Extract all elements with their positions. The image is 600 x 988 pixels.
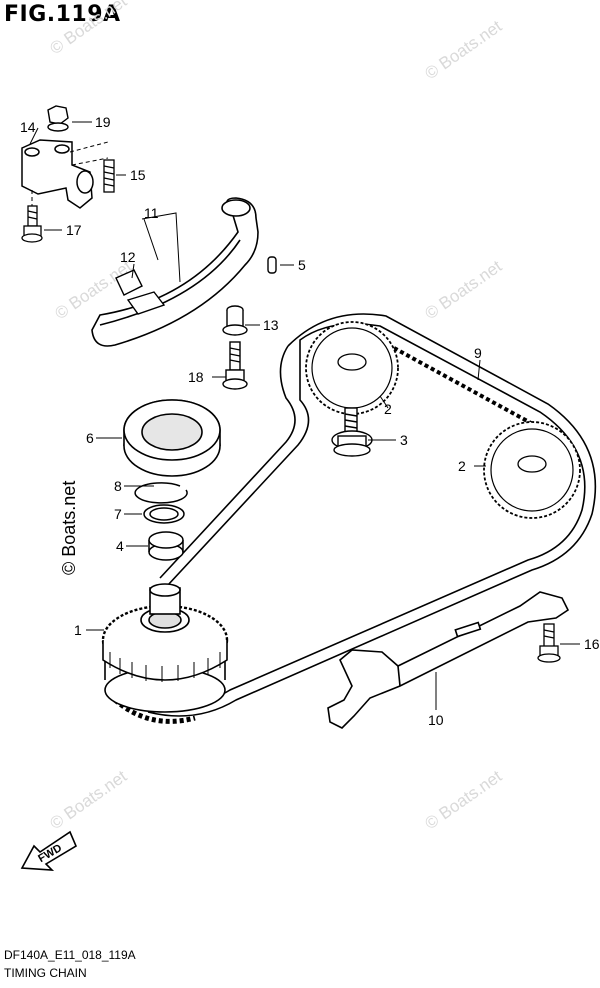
callout-2: 2 <box>458 458 466 474</box>
callout-8: 8 <box>114 478 122 494</box>
callout-18: 18 <box>188 369 204 385</box>
diagram-code: DF140A_E11_018_119A <box>4 948 136 962</box>
bush-4 <box>148 531 184 561</box>
callout-17: 17 <box>66 222 82 238</box>
page-title: FIG.119A <box>4 2 121 27</box>
watermark-text: © Boats.net <box>421 16 505 83</box>
guide-shoe-12 <box>115 269 166 315</box>
callout-2: 2 <box>384 401 392 417</box>
leader-lines <box>29 121 580 710</box>
nut-19 <box>47 105 69 132</box>
bolt-17 <box>21 205 43 243</box>
watermark-text: © Boats.net <box>421 256 505 323</box>
dashed-reference-lines <box>31 141 109 206</box>
watermark-text: © Boats.net <box>59 481 79 575</box>
watermark-text: © Boats.net <box>46 766 130 833</box>
chain-guide-10 <box>327 591 570 729</box>
stud-15 <box>103 159 115 193</box>
callout-3: 3 <box>400 432 408 448</box>
callout-4: 4 <box>116 538 124 554</box>
callout-9: 9 <box>474 345 482 361</box>
diagram-name: TIMING CHAIN <box>4 966 87 980</box>
fwd-arrow: FWD <box>20 830 78 871</box>
watermark-text: © Boats.net <box>46 0 130 58</box>
bolt-16 <box>537 623 561 663</box>
callouts: 14 19 15 17 11 12 5 13 18 9 2 3 2 6 8 7 … <box>20 114 600 728</box>
chain-tensioner-14 <box>21 139 94 209</box>
camshaft-sprocket-2 <box>483 421 581 519</box>
callout-12: 12 <box>120 249 136 265</box>
bolt-18 <box>222 341 248 390</box>
callout-11: 11 <box>144 205 159 221</box>
callout-15: 15 <box>130 167 146 183</box>
callout-13: 13 <box>263 317 279 333</box>
camshaft-sprocket-2 <box>305 321 399 415</box>
spacer-13 <box>222 305 248 336</box>
crankshaft-gear-1 <box>101 583 229 713</box>
callout-1: 1 <box>74 622 82 638</box>
dowel-pin-5 <box>267 256 277 274</box>
circlip-8 <box>134 482 188 504</box>
callout-16: 16 <box>584 636 600 652</box>
callout-19: 19 <box>95 114 111 130</box>
shim-7 <box>143 504 185 524</box>
callout-10: 10 <box>428 712 444 728</box>
callout-6: 6 <box>86 430 94 446</box>
callout-7: 7 <box>114 506 122 522</box>
chain-tensioner-guide-11 <box>91 197 259 347</box>
watermarks: © Boats.net © Boats.net © Boats.net © Bo… <box>46 0 505 833</box>
callout-5: 5 <box>298 257 306 273</box>
oil-seal-6 <box>123 399 221 477</box>
sprocket-bolt-3 <box>331 407 373 457</box>
watermark-text: © Boats.net <box>421 766 505 833</box>
callout-14: 14 <box>20 119 36 135</box>
